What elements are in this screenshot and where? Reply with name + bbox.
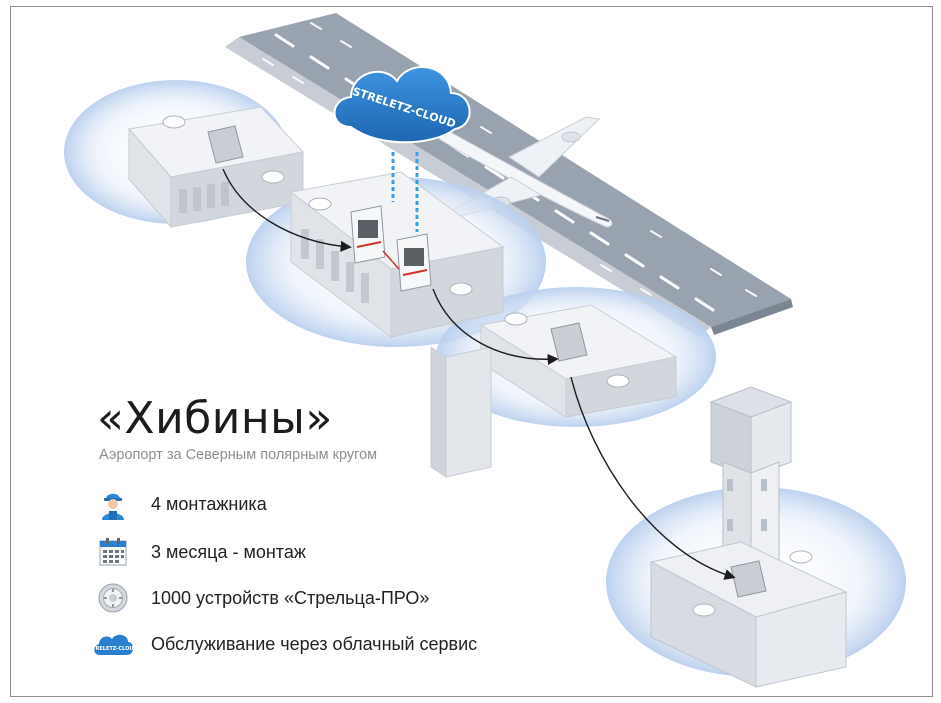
control-panel-2 [396,233,432,292]
terminal-building-right [479,304,678,418]
fact-devices: 1000 устройств «Стрельца-ПРО» [91,581,571,615]
airport-scene-illustration: STRELETZ-CLOUD [64,13,906,688]
control-panel-1 [350,205,386,264]
terminal-extension [430,346,492,478]
terminal-building-center [289,171,505,338]
cross-terminal-building [649,541,848,688]
installer-icon [91,487,135,521]
fact-installation-time: 3 месяца - монтаж [91,535,571,569]
cloud-icon: STRELETZ-CLOUD [91,627,135,661]
airplane [422,94,613,228]
data-link-arrows [222,168,736,580]
fact-installation-time-label: 3 месяца - монтаж [151,541,306,562]
streletz-cloud: STRELETZ-CLOUD [333,66,471,232]
fact-cloud-service: STRELETZ-CLOUD Обслуживание через облачн… [91,627,571,661]
fact-installers: 4 монтажника [91,487,571,521]
fact-devices-label: 1000 устройств «Стрельца-ПРО» [151,587,430,608]
cloud-icon-label: STRELETZ-CLOUD [91,646,135,652]
fact-installers-label: 4 монтажника [151,493,267,514]
fact-cloud-service-label: Обслуживание через облачный сервис [151,633,478,654]
terminal-building-left [128,106,304,229]
detector-icon [91,581,135,615]
calendar-icon [91,535,135,569]
page-subtitle: Аэропорт за Северным полярным кругом [99,447,378,463]
infographic-frame: STRELETZ-CLOUD «Хибины» Аэропорт за Севе… [10,6,933,697]
page-title: «Хибины» [97,393,333,444]
